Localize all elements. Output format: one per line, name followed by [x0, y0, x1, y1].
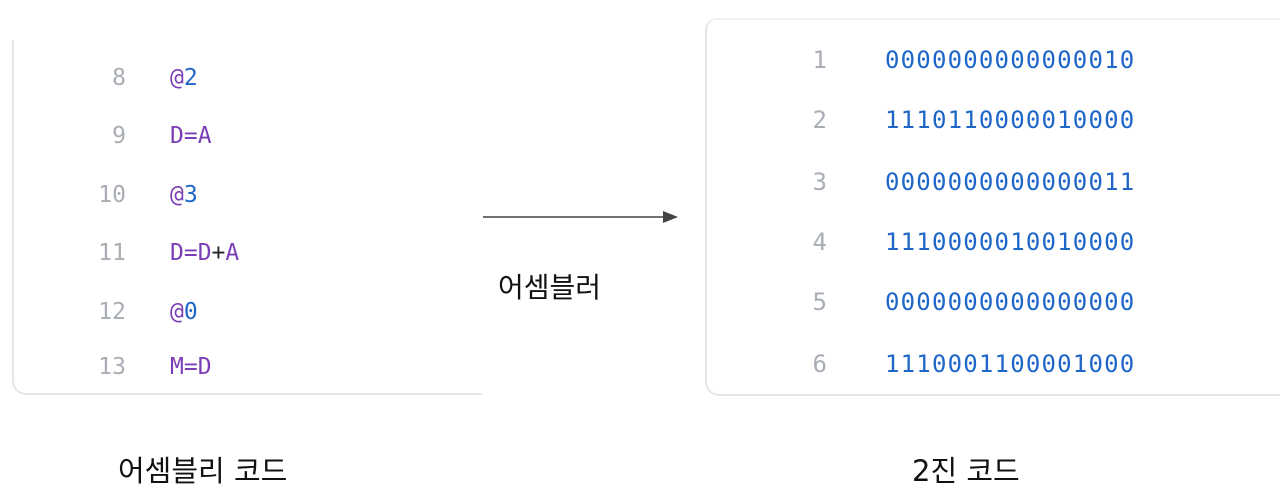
line-number: 12	[98, 299, 126, 325]
code-token: D=A	[170, 123, 212, 149]
code-token: +	[211, 240, 226, 266]
code-token: 0	[183, 299, 198, 325]
line-number: 1	[812, 46, 827, 74]
arrow-head	[663, 211, 678, 223]
binary-code-caption: 2진 코드	[912, 454, 1020, 488]
line-number: 5	[812, 288, 827, 316]
line-number: 4	[812, 228, 827, 256]
code-text: D=D+A	[170, 233, 239, 273]
code-token: @	[170, 65, 184, 91]
line-number: 2	[812, 106, 827, 134]
binary-text: 1110000010010000	[885, 228, 1136, 256]
assembly-code-panel: 8 @2 9 D=A 10 @3 11 D=D+A 12 @0 13 M=D	[12, 40, 482, 395]
line-number: 9	[112, 123, 126, 149]
binary-text: 1110110000010000	[885, 106, 1136, 134]
code-text: @0	[170, 292, 198, 332]
code-text: @3	[170, 175, 198, 215]
code-token: A	[225, 240, 240, 266]
binary-text: 0000000000000000	[885, 288, 1136, 316]
code-token: 3	[183, 182, 198, 208]
line-number: 6	[812, 350, 827, 378]
binary-text: 1110001100001000	[885, 350, 1136, 378]
code-token: 2	[183, 65, 198, 91]
line-number: 8	[112, 65, 126, 91]
assembly-code-caption: 어셈블리 코드	[118, 454, 288, 488]
arrow-label: 어셈블러	[498, 271, 602, 304]
code-text: M=D	[170, 347, 212, 387]
code-token: @	[170, 299, 184, 325]
line-number: 13	[98, 354, 126, 380]
code-text: D=A	[170, 116, 212, 156]
binary-code-panel: 1 0000000000000010 2 1110110000010000 3 …	[705, 18, 1280, 396]
binary-text: 0000000000000010	[885, 46, 1136, 74]
code-token: @	[170, 182, 184, 208]
right-arrow-icon	[483, 211, 678, 223]
code-token: D=D	[170, 240, 212, 266]
line-number: 10	[98, 182, 126, 208]
code-text: @2	[170, 58, 198, 98]
binary-text: 0000000000000011	[885, 168, 1136, 196]
line-number: 11	[98, 240, 126, 266]
line-number: 3	[812, 168, 827, 196]
code-token: M=D	[170, 354, 212, 380]
